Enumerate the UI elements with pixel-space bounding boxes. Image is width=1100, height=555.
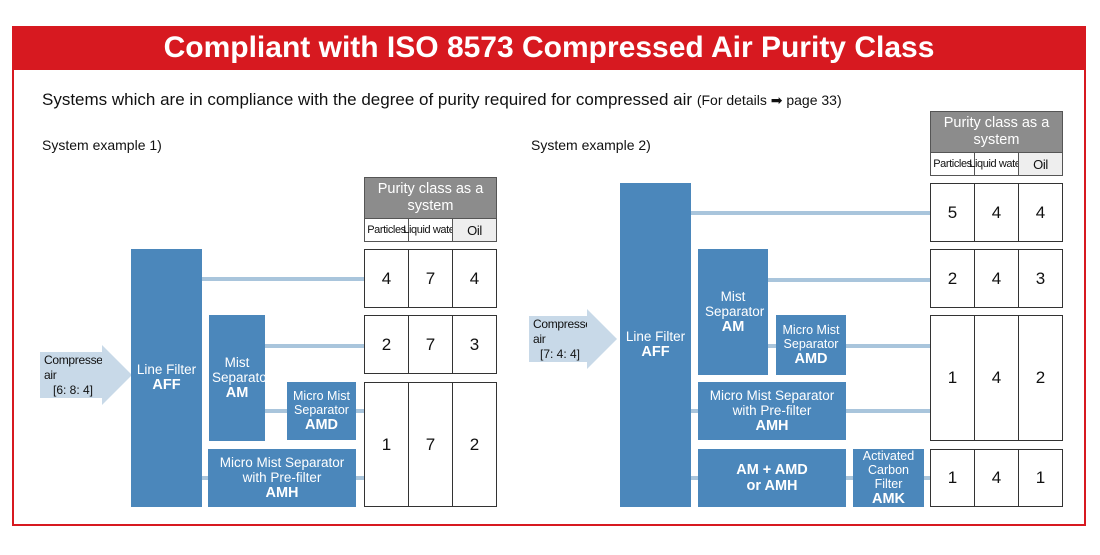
- particles-value: 2: [930, 249, 975, 308]
- purity-subheader: Particles Liquid water Oil: [930, 152, 1063, 176]
- connector: [767, 344, 777, 348]
- connector: [767, 278, 931, 282]
- connector: [923, 476, 931, 480]
- micro-mist-separator-amh: Micro Mist Separator with Pre-filter AMH: [208, 449, 356, 507]
- purity-row: 2 7 3: [364, 315, 497, 374]
- connector: [354, 409, 366, 413]
- mist-separator-am: Mist Separator AM: [209, 315, 271, 441]
- oil-value: 1: [1018, 449, 1063, 507]
- mist-separator-am: Mist Separator AM: [698, 249, 768, 375]
- connector: [200, 277, 366, 281]
- connector: [354, 476, 366, 480]
- water-value: 7: [408, 249, 453, 308]
- activated-carbon-filter-amk: Activated Carbon Filter AMK: [853, 449, 924, 507]
- col-particles: Particles: [364, 218, 409, 242]
- connector: [689, 211, 931, 215]
- compressed-air-arrow: Compressed air [6: 8: 4]: [40, 345, 132, 405]
- col-oil: Oil: [1018, 152, 1063, 176]
- subtitle-details: (For details ➡ page 33): [696, 92, 842, 108]
- purity-row: 1 4 2: [930, 315, 1063, 441]
- micro-mist-separator-amd: Micro Mist Separator AMD: [287, 382, 356, 440]
- example2-label: System example 2): [531, 137, 651, 153]
- particles-value: 1: [930, 449, 975, 507]
- micro-mist-separator-amd: Micro Mist Separator AMD: [776, 315, 846, 375]
- col-liquid-water: Liquid water: [969, 152, 1024, 176]
- oil-value: 2: [1018, 315, 1063, 441]
- purity-row: 1 4 1: [930, 449, 1063, 507]
- purity-class-header: Purity class as a system: [930, 111, 1063, 153]
- connector: [250, 409, 290, 413]
- line-filter-aff: Line Filter AFF: [131, 249, 202, 507]
- purity-row: 1 7 2: [364, 382, 497, 507]
- compressed-air-arrow: Compressed air [7: 4: 4]: [529, 309, 617, 369]
- example1-label: System example 1): [42, 137, 162, 153]
- arrow-head: [587, 309, 617, 369]
- particles-value: 2: [364, 315, 409, 374]
- purity-subheader: Particles Liquid water Oil: [364, 218, 497, 242]
- purity-row: 4 7 4: [364, 249, 497, 308]
- oil-value: 2: [452, 382, 497, 507]
- col-particles: Particles: [930, 152, 975, 176]
- col-liquid-water: Liquid water: [403, 218, 458, 242]
- purity-row: 5 4 4: [930, 183, 1063, 242]
- subtitle-main: Systems which are in compliance with the…: [42, 90, 693, 109]
- input-label: Compressed air: [533, 316, 599, 346]
- connector: [843, 409, 931, 413]
- combo-am-amd-or-amh: AM + AMD or AMH: [698, 449, 846, 507]
- oil-value: 4: [1018, 183, 1063, 242]
- purity-row: 2 4 3: [930, 249, 1063, 308]
- purity-class-header: Purity class as a system: [364, 177, 497, 219]
- connector: [689, 409, 699, 413]
- micro-mist-separator-amh: Micro Mist Separator with Pre-filter AMH: [698, 382, 846, 440]
- particles-value: 1: [930, 315, 975, 441]
- oil-value: 3: [452, 315, 497, 374]
- oil-value: 4: [452, 249, 497, 308]
- page-title: Compliant with ISO 8573 Compressed Air P…: [12, 26, 1086, 70]
- input-label: Compressed air: [44, 352, 110, 382]
- connector: [689, 476, 699, 480]
- water-value: 4: [974, 183, 1019, 242]
- particles-value: 4: [364, 249, 409, 308]
- connector: [846, 344, 931, 348]
- oil-value: 3: [1018, 249, 1063, 308]
- connector: [200, 476, 210, 480]
- input-class: [6: 8: 4]: [52, 382, 94, 397]
- connector: [250, 344, 366, 348]
- line-filter-aff: Line Filter AFF: [620, 183, 691, 507]
- water-value: 4: [974, 315, 1019, 441]
- input-class: [7: 4: 4]: [539, 346, 581, 361]
- connector: [843, 476, 855, 480]
- particles-value: 1: [364, 382, 409, 507]
- arrow-head: [102, 345, 132, 405]
- subtitle: Systems which are in compliance with the…: [42, 90, 842, 110]
- water-value: 7: [408, 382, 453, 507]
- water-value: 4: [974, 449, 1019, 507]
- particles-value: 5: [930, 183, 975, 242]
- water-value: 4: [974, 249, 1019, 308]
- col-oil: Oil: [452, 218, 497, 242]
- water-value: 7: [408, 315, 453, 374]
